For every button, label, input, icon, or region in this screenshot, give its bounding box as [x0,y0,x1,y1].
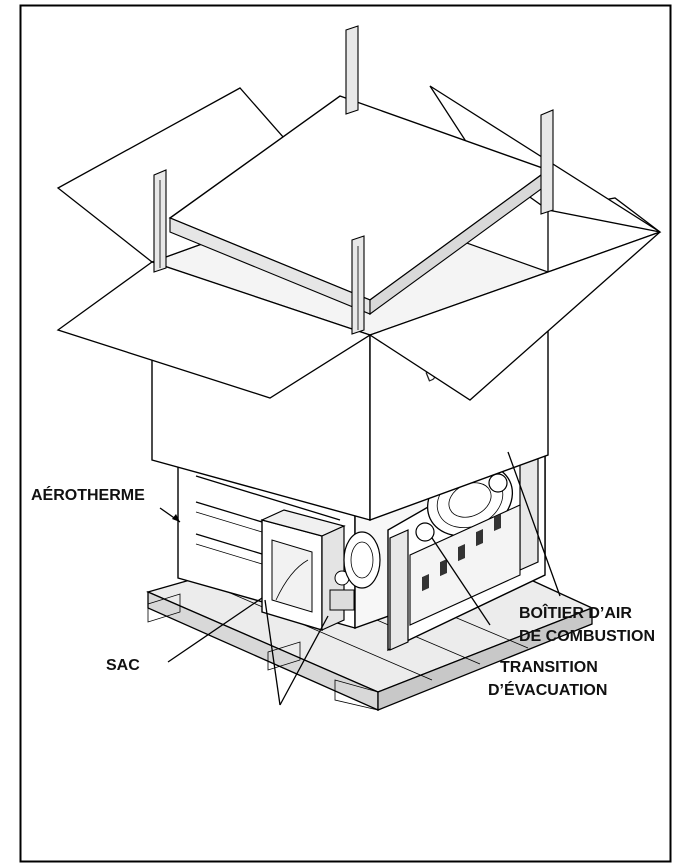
combustion-air-box [343,429,546,652]
exhaust-transition [409,504,521,626]
exhaust-label-line2: D’ÉVACUATION [488,680,607,699]
combustion-box-label-line1: BOÎTIER D’AIR [519,603,632,622]
leader-lines [159,451,561,706]
combustion-box-label-line2: DE COMBUSTION [519,628,655,645]
bag-label: SAC [106,657,140,674]
heater-label: AÉROTHERME [31,485,145,504]
bag [271,539,313,613]
top-frame [153,25,554,335]
flap-front-left [56,261,372,399]
exhaust-label-line1: TRANSITION [500,659,598,676]
